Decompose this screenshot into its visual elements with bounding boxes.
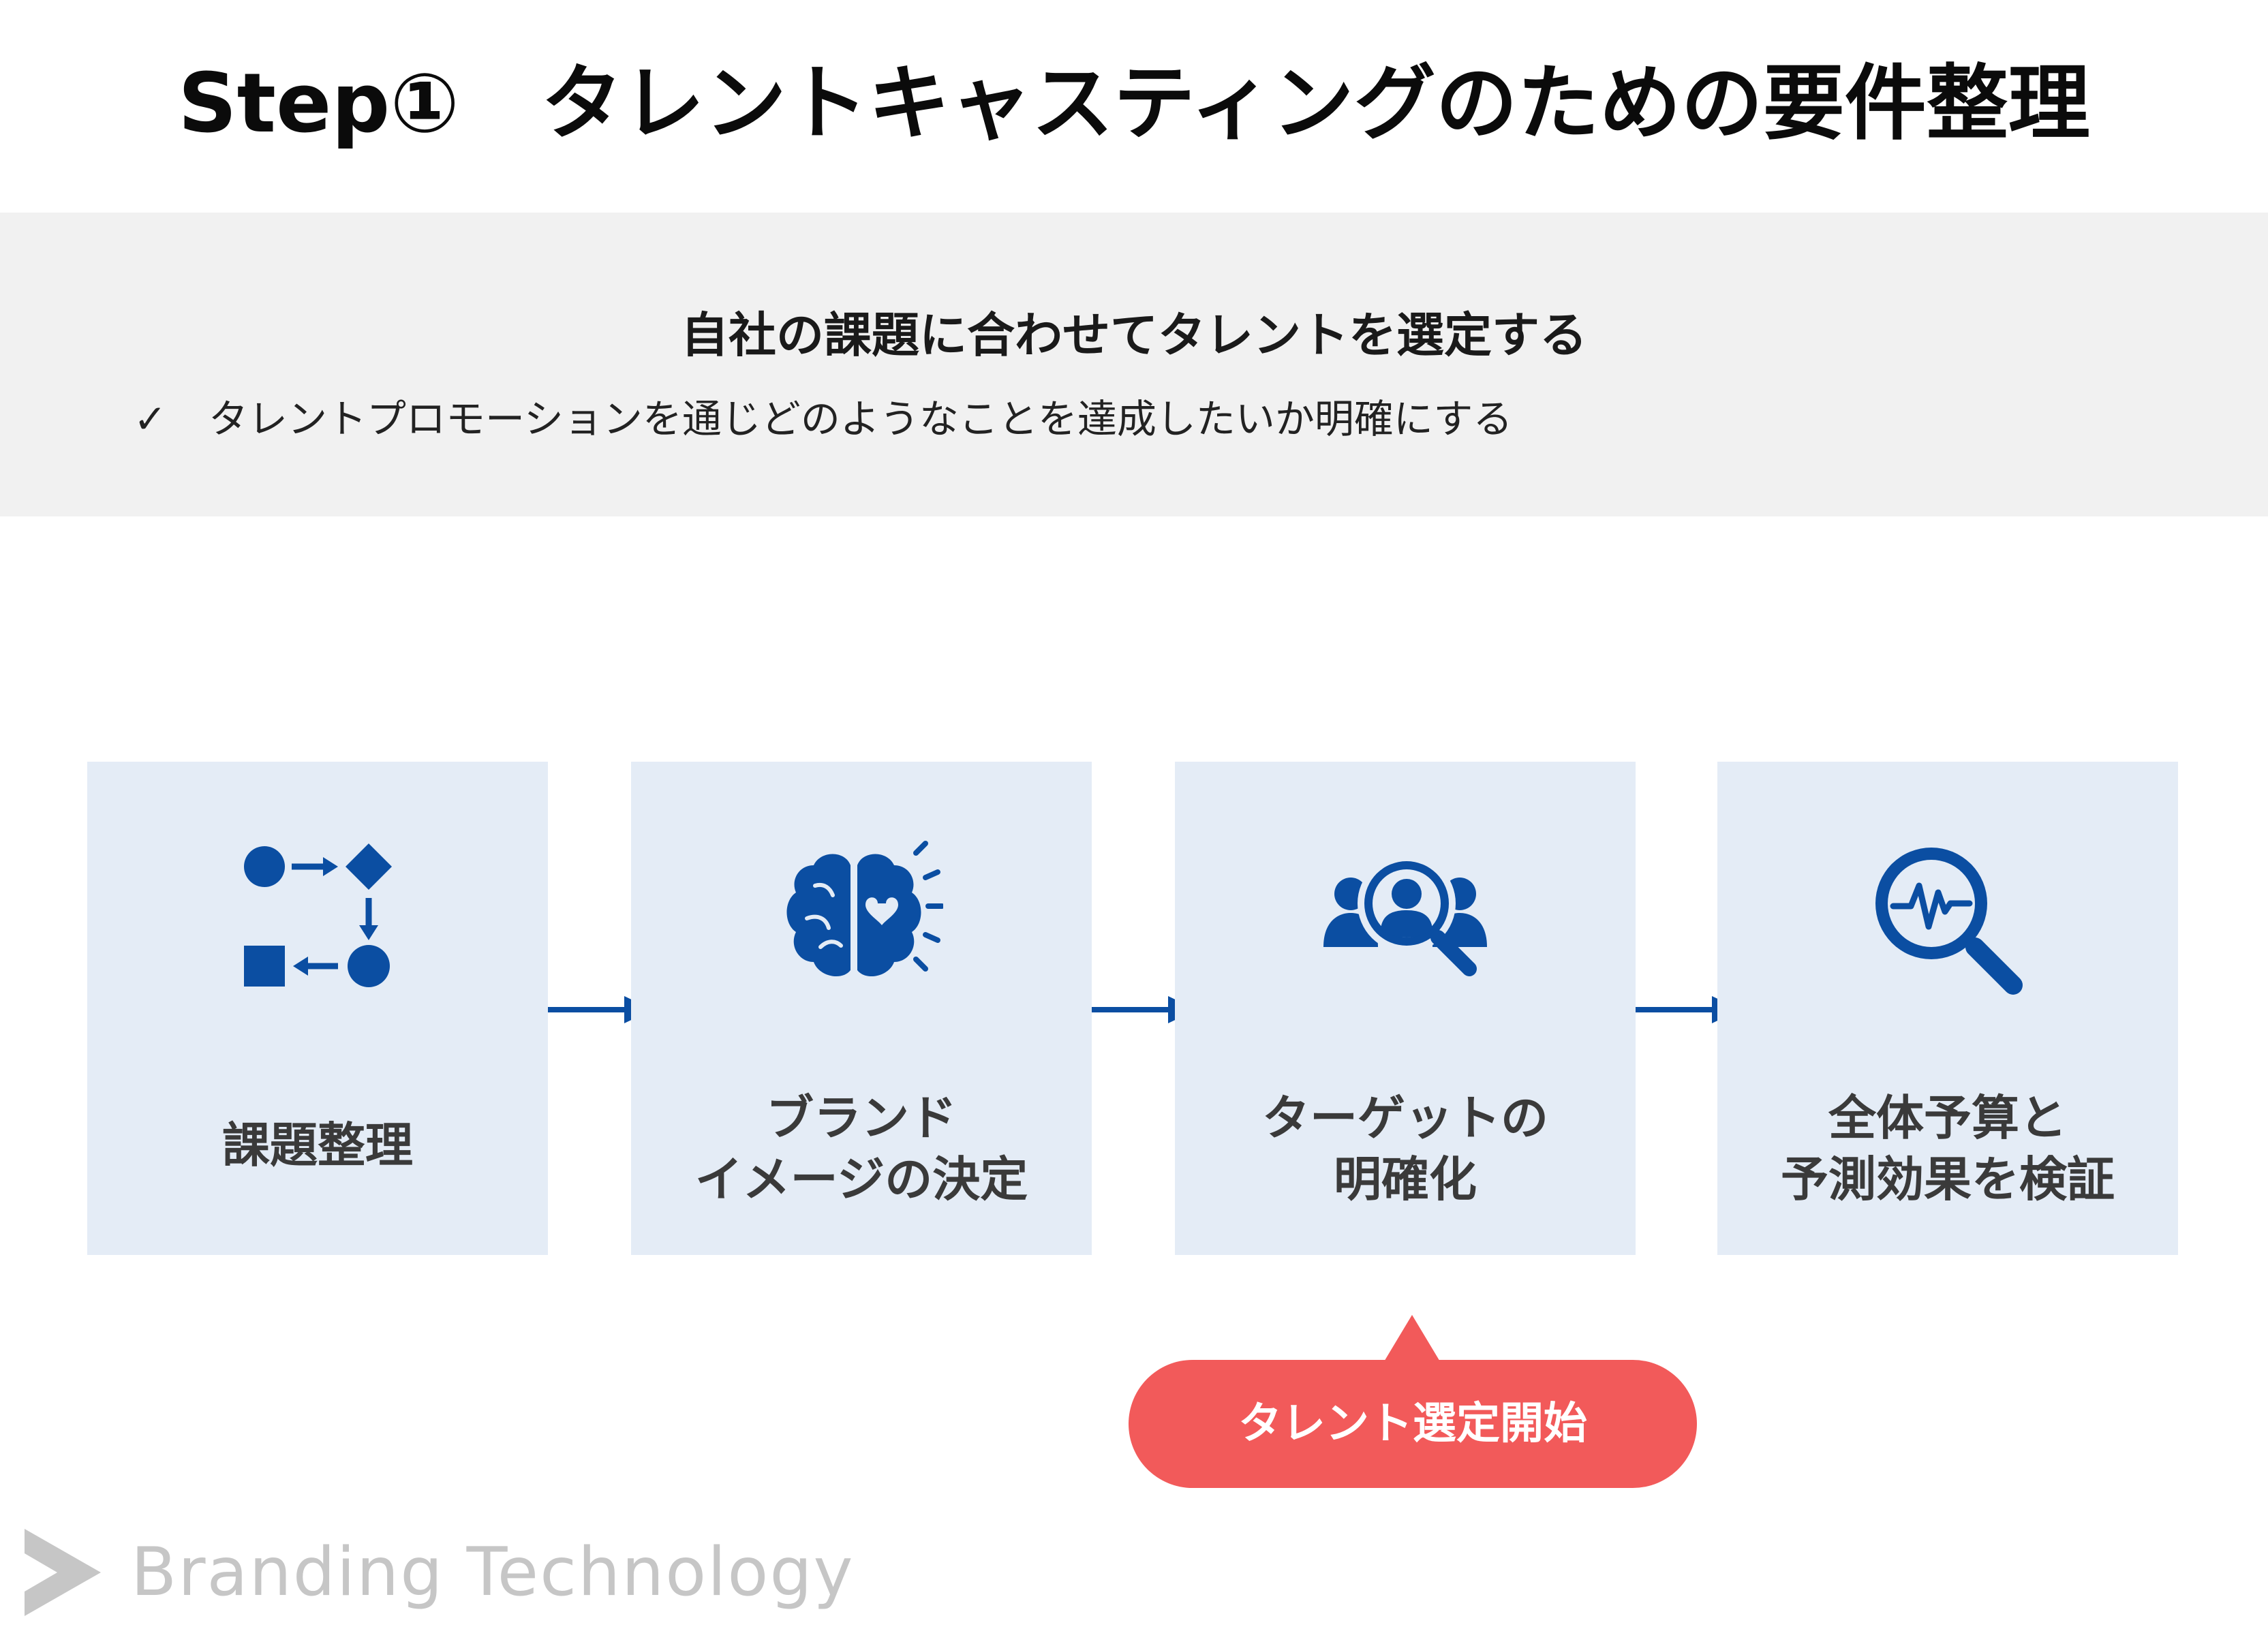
summary-point: ✓ タレントプロモーションを通じどのようなことを達成したいか明確にする (134, 388, 1512, 450)
process-flow-icon (244, 843, 392, 987)
brand-logo-text: Branding Technology (131, 1534, 855, 1611)
step-box-brand-image: ブランド イメージの決定 (631, 762, 1092, 1255)
check-mark-icon: ✓ (134, 396, 167, 442)
callout-body: タレント選定開始 (1129, 1360, 1697, 1488)
callout-text: タレント選定開始 (1238, 1399, 1587, 1449)
analytics-magnifier-icon (1875, 848, 2023, 995)
brain-heart-icon (786, 841, 943, 977)
brand-mark-icon (25, 1529, 101, 1616)
summary-heading: 自社の課題に合わせてタレントを選定する (681, 307, 1587, 363)
summary-point-text: タレントプロモーションを通じどのようなことを達成したいか明確にする (209, 396, 1513, 442)
summary-band: 自社の課題に合わせてタレントを選定する ✓ タレントプロモーションを通じどのような… (0, 213, 2268, 516)
step-label: 課題整理 (222, 1117, 413, 1173)
step-label: ターゲットの 明確化 (1262, 1090, 1548, 1207)
step-label: ブランド イメージの決定 (694, 1090, 1028, 1207)
step-box-target-clarification: ターゲットの 明確化 (1175, 762, 1636, 1255)
step-box-budget-verification: 全体予算と 予測効果を検証 (1717, 762, 2178, 1255)
brand-logo: Branding Technology (25, 1525, 853, 1620)
audience-search-icon (1323, 854, 1487, 976)
callout-pointer-icon (1383, 1315, 1441, 1363)
step-label: 全体予算と 予測効果を検証 (1781, 1090, 2115, 1207)
step-box-issue-organization: 課題整理 (87, 762, 548, 1255)
page-title: Step① タレントキャスティングのための要件整理 (178, 57, 2090, 151)
talent-selection-start-callout: タレント選定開始 (1129, 1315, 1701, 1492)
